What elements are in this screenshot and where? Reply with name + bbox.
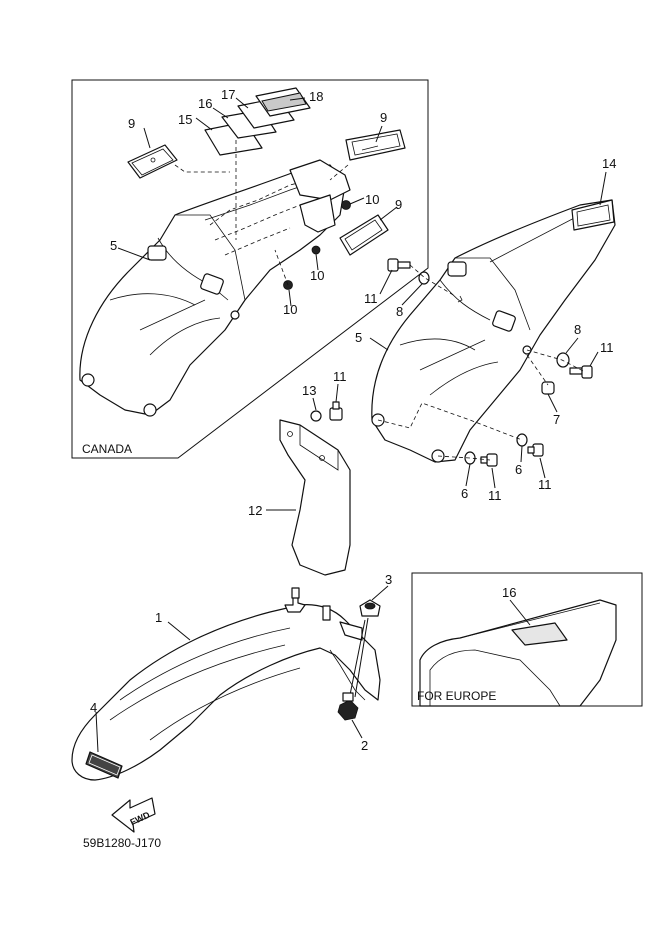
callout-8-upper: 8 bbox=[396, 304, 403, 319]
mud-flap bbox=[279, 419, 351, 576]
callout-13: 13 bbox=[302, 383, 316, 398]
callout-9-left: 9 bbox=[128, 116, 135, 131]
callout-18: 18 bbox=[309, 89, 323, 104]
grommet-3 bbox=[359, 599, 381, 617]
collar-7 bbox=[541, 381, 555, 395]
callout-5-main: 5 bbox=[355, 330, 362, 345]
washer-8-right bbox=[556, 352, 570, 368]
fwd-arrow-icon: FWD bbox=[111, 797, 156, 833]
canada-rear-fender bbox=[79, 159, 351, 417]
europe-box: FOR EUROPE bbox=[411, 572, 643, 707]
callout-6-mid: 6 bbox=[461, 486, 468, 501]
bolt-2 bbox=[337, 619, 366, 721]
callout-10-a: 10 bbox=[365, 192, 379, 207]
callout-8-right: 8 bbox=[574, 322, 581, 337]
callout-11-flap: 11 bbox=[333, 369, 347, 384]
bolt-11-right bbox=[569, 365, 593, 379]
bolt-11-upper-left bbox=[387, 258, 411, 272]
callout-6-right: 6 bbox=[515, 462, 522, 477]
callout-11-lower-right: 11 bbox=[538, 477, 552, 492]
reflector-right-lower bbox=[339, 214, 389, 256]
callout-3: 3 bbox=[385, 572, 392, 587]
washer-8-upper bbox=[418, 271, 430, 285]
callout-10-c: 10 bbox=[283, 302, 297, 317]
nut-10-b bbox=[311, 245, 321, 255]
callout-14: 14 bbox=[602, 156, 616, 171]
for-europe-label: FOR EUROPE bbox=[417, 689, 496, 703]
reflector-right-top bbox=[345, 129, 406, 161]
callout-2: 2 bbox=[361, 738, 368, 753]
callout-17: 17 bbox=[221, 87, 235, 102]
callout-1: 1 bbox=[155, 610, 162, 625]
washer-13 bbox=[310, 410, 322, 422]
front-fender bbox=[71, 587, 381, 781]
bolt-11-lower-mid bbox=[480, 453, 498, 467]
callout-11-right: 11 bbox=[600, 340, 614, 355]
canada-label: CANADA bbox=[82, 442, 132, 456]
nut-10-a bbox=[341, 200, 351, 210]
callout-4: 4 bbox=[90, 700, 97, 715]
decal-stack bbox=[204, 87, 311, 156]
bolt-11-lower-right bbox=[527, 443, 544, 457]
callout-12: 12 bbox=[248, 503, 262, 518]
callout-15: 15 bbox=[178, 112, 192, 127]
callout-7: 7 bbox=[553, 412, 560, 427]
washer-6-a bbox=[516, 433, 528, 447]
callout-16-europe: 16 bbox=[502, 585, 516, 600]
callout-10-b: 10 bbox=[310, 268, 324, 283]
callouts: 9 15 16 17 18 9 10 9 10 10 5 14 11 8 5 8… bbox=[90, 87, 616, 753]
leader-lines bbox=[95, 97, 607, 753]
rear-fender-main bbox=[371, 199, 616, 463]
diagram-code: 59B1280-J170 bbox=[83, 836, 161, 850]
callout-5-canada: 5 bbox=[110, 238, 117, 253]
callout-9-right-lower: 9 bbox=[395, 197, 402, 212]
callout-9-right-top: 9 bbox=[380, 110, 387, 125]
callout-11-upper-left: 11 bbox=[364, 291, 378, 306]
callout-16-canada: 16 bbox=[198, 96, 212, 111]
reflector-left bbox=[127, 144, 178, 179]
canada-box: CANADA bbox=[71, 79, 429, 459]
bolt-11-flap bbox=[329, 401, 343, 421]
callout-11-lower-mid: 11 bbox=[488, 488, 502, 503]
